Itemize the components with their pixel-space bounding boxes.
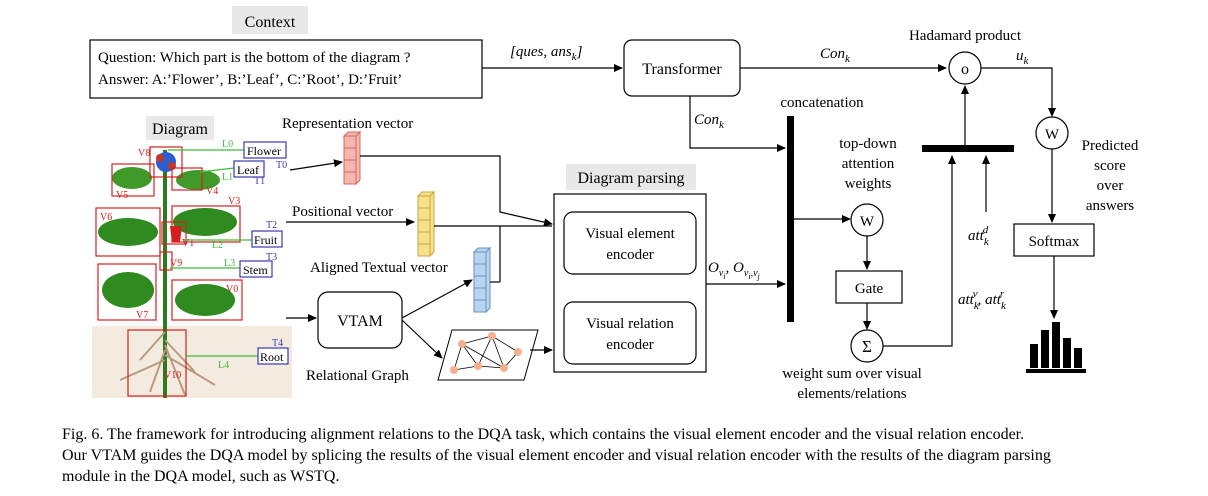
o-vi-label: Ovi, Ovi,vj bbox=[708, 260, 761, 281]
sum-to-bar-arrow bbox=[883, 155, 956, 347]
gate-box bbox=[835, 270, 903, 304]
att-d-label: attkd bbox=[968, 224, 990, 248]
svg-text:L2: L2 bbox=[212, 240, 223, 251]
svg-text:L0: L0 bbox=[222, 139, 233, 150]
figure-caption: Fig. 6. The framework for introducing al… bbox=[62, 424, 1182, 487]
gate-label: Gate bbox=[855, 281, 884, 297]
representation-label: Representation vector bbox=[282, 116, 413, 132]
caption-line-2: Our VTAM guides the DQA model by splicin… bbox=[62, 447, 1051, 464]
svg-text:V1: V1 bbox=[182, 238, 194, 249]
predicted-label-1: Predicted bbox=[1082, 138, 1139, 154]
svg-text:Root: Root bbox=[260, 350, 284, 364]
svg-text:V9: V9 bbox=[170, 258, 182, 269]
topdown-label-1: top-down bbox=[839, 136, 897, 152]
diagram-to-representation-arrow bbox=[289, 159, 343, 171]
context-box bbox=[89, 39, 483, 99]
hadamard-to-w-arrow bbox=[981, 67, 1056, 117]
text-ids: T0 T1 T2 T3 T4 bbox=[254, 160, 287, 349]
line-connectors bbox=[168, 149, 258, 357]
softmax-box bbox=[1013, 223, 1095, 257]
relational-graph bbox=[437, 329, 539, 381]
relation-encoder-box bbox=[563, 301, 697, 365]
caption-line-3: module in the DQA model, such as WSTQ. bbox=[62, 468, 340, 485]
sum-symbol: Σ bbox=[862, 337, 872, 356]
attention-w-label: W bbox=[860, 214, 875, 230]
line-ids: L0 L1 L2 L3 L4 bbox=[212, 139, 235, 371]
positional-vector bbox=[416, 190, 436, 258]
parsing-title: Diagram parsing bbox=[577, 170, 684, 187]
svg-text:V7: V7 bbox=[136, 310, 148, 321]
vertex-ids: V1 V3 V4 V5 V6 V7 V8 V9 V0 V10 bbox=[100, 148, 240, 381]
aligned-textual-vector bbox=[472, 246, 492, 314]
svg-text:L1: L1 bbox=[222, 172, 233, 183]
weight-sum-label-1: weight sum over visual bbox=[782, 366, 922, 382]
att-vr-label: attkv, attkr bbox=[958, 288, 1007, 312]
text-tags: Flower Leaf Fruit Stem Root bbox=[233, 141, 289, 365]
predicted-label-3: over bbox=[1097, 178, 1124, 194]
svg-text:V3: V3 bbox=[228, 196, 240, 207]
element-encoder-label-1: Visual element bbox=[585, 226, 675, 242]
svg-text:L4: L4 bbox=[218, 360, 229, 371]
con-label-top: Conk bbox=[820, 46, 851, 65]
relation-encoder-label-2: encoder bbox=[606, 337, 653, 353]
question-text: Question: Which part is the bottom of th… bbox=[98, 50, 411, 66]
concatenation-label: concatenation bbox=[780, 95, 864, 111]
svg-text:V0: V0 bbox=[226, 284, 238, 295]
svg-text:T0: T0 bbox=[276, 160, 287, 171]
context-label: Context bbox=[245, 14, 296, 31]
topdown-label-2: attention bbox=[842, 156, 895, 172]
relation-encoder-label-1: Visual relation bbox=[586, 316, 674, 332]
ques-ans-label: [ques, ansk] bbox=[510, 44, 583, 63]
vtam-to-aligned-arrow bbox=[401, 279, 473, 319]
svg-text:V6: V6 bbox=[100, 212, 112, 223]
transformer-label: Transformer bbox=[642, 61, 722, 78]
svg-text:Leaf: Leaf bbox=[237, 163, 259, 177]
predict-w-label: W bbox=[1045, 127, 1060, 143]
positional-label: Positional vector bbox=[292, 204, 393, 220]
relational-graph-label: Relational Graph bbox=[306, 368, 409, 384]
predicted-label-2: score bbox=[1094, 158, 1126, 174]
softmax-label: Softmax bbox=[1029, 234, 1080, 250]
vtam-label: VTAM bbox=[337, 313, 383, 330]
con-label-left: Conk bbox=[694, 112, 725, 131]
svg-text:T2: T2 bbox=[266, 220, 277, 231]
framework-diagram: Context Question: Which part is the bott… bbox=[89, 6, 1139, 402]
svg-text:T3: T3 bbox=[266, 252, 277, 263]
aligned-textual-label: Aligned Textual vector bbox=[310, 260, 448, 276]
weight-sum-label-2: elements/relations bbox=[797, 386, 906, 402]
topdown-label-3: weights bbox=[845, 176, 892, 192]
svg-text:T1: T1 bbox=[254, 176, 265, 187]
u-label: uk bbox=[1016, 48, 1030, 67]
fusion-bar bbox=[922, 145, 1014, 152]
bar-chart-icon bbox=[1026, 322, 1086, 373]
context-label-bg bbox=[232, 6, 308, 34]
parsing-title-bg bbox=[566, 164, 696, 190]
element-encoder-box bbox=[563, 211, 697, 275]
caption-line-1: Fig. 6. The framework for introducing al… bbox=[62, 426, 1025, 443]
transformer-to-concat-arrow bbox=[689, 96, 786, 152]
svg-text:Fruit: Fruit bbox=[254, 233, 278, 247]
representation-vector bbox=[342, 130, 362, 186]
element-encoder-label-2: encoder bbox=[606, 247, 653, 263]
svg-text:T4: T4 bbox=[272, 338, 283, 349]
diagram-label: Diagram bbox=[152, 121, 209, 138]
svg-text:V5: V5 bbox=[116, 190, 128, 201]
hadamard-symbol: o bbox=[961, 61, 969, 78]
svg-text:V10: V10 bbox=[164, 370, 181, 381]
representation-to-parsing-arrow bbox=[360, 155, 553, 227]
svg-text:V4: V4 bbox=[206, 186, 218, 197]
vtam-to-graph-arrow bbox=[401, 319, 443, 359]
svg-text:V8: V8 bbox=[138, 148, 150, 159]
svg-text:Flower: Flower bbox=[247, 144, 281, 158]
diagram-label-bg bbox=[146, 116, 214, 140]
svg-text:L3: L3 bbox=[224, 258, 235, 269]
answer-text: Answer: A:’Flower’, B:’Leaf’, C:’Root’, … bbox=[98, 72, 402, 88]
svg-text:Stem: Stem bbox=[243, 263, 268, 277]
vertex-boxes bbox=[95, 146, 243, 397]
hadamard-label: Hadamard product bbox=[909, 28, 1022, 44]
concatenation-bar bbox=[787, 116, 794, 322]
predicted-label-4: answers bbox=[1086, 198, 1134, 214]
